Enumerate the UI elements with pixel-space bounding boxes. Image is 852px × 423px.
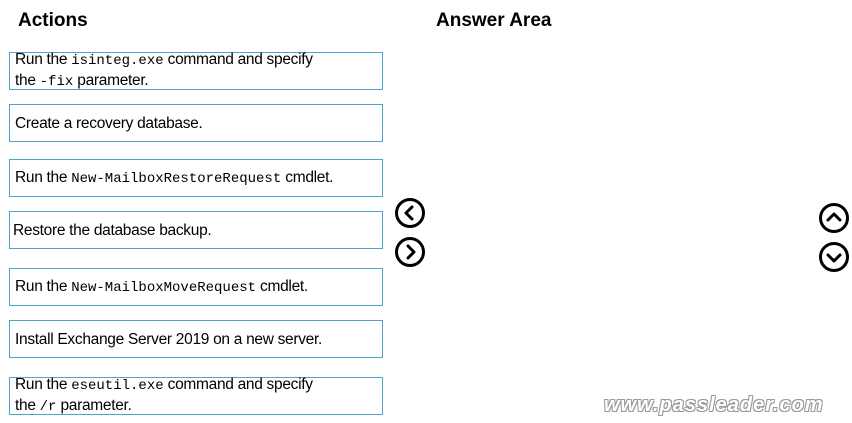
action-code: New-MailboxRestoreRequest bbox=[71, 170, 282, 187]
chevron-up-icon bbox=[826, 212, 842, 222]
move-right-button[interactable] bbox=[395, 237, 425, 267]
action-code: New-MailboxMoveRequest bbox=[71, 279, 257, 296]
action-code: /r bbox=[39, 399, 57, 415]
move-down-button[interactable] bbox=[819, 242, 849, 272]
action-text: cmdlet. bbox=[281, 168, 334, 186]
chevron-left-icon bbox=[404, 205, 414, 221]
move-up-button[interactable] bbox=[819, 203, 849, 233]
action-text: the bbox=[15, 72, 40, 89]
action-text: parameter. bbox=[56, 397, 132, 414]
action-text: cmdlet. bbox=[256, 277, 308, 295]
action-code: -fix bbox=[39, 74, 74, 90]
action-text: Run the bbox=[15, 376, 72, 393]
action-text: the bbox=[15, 397, 40, 414]
action-item-restore-backup[interactable]: Restore the database backup. bbox=[9, 211, 383, 249]
action-item-install-exchange[interactable]: Install Exchange Server 2019 on a new se… bbox=[9, 320, 383, 358]
action-text: Run the bbox=[15, 277, 72, 295]
move-left-button[interactable] bbox=[395, 198, 425, 228]
chevron-right-icon bbox=[406, 244, 416, 260]
action-line: Run the isinteg.exe command and specify bbox=[15, 50, 382, 71]
action-line: the /r parameter. bbox=[15, 396, 382, 417]
action-text: Run the bbox=[15, 168, 72, 186]
action-text: Install Exchange Server 2019 on a new se… bbox=[15, 330, 323, 348]
action-item-eseutil[interactable]: Run the eseutil.exe command and specify … bbox=[9, 375, 383, 417]
actions-heading: Actions bbox=[18, 10, 88, 31]
answer-area-heading: Answer Area bbox=[436, 10, 552, 31]
chevron-down-icon bbox=[826, 253, 842, 263]
action-text: command and specify bbox=[163, 376, 313, 393]
action-code: isinteg.exe bbox=[71, 53, 164, 69]
action-line: the -fix parameter. bbox=[15, 71, 382, 92]
action-text: Create a recovery database. bbox=[15, 114, 203, 132]
action-item-create-recovery-db[interactable]: Create a recovery database. bbox=[9, 104, 383, 142]
action-text: command and specify bbox=[163, 51, 313, 68]
action-item-mailbox-move-request[interactable]: Run the New-MailboxMoveRequest cmdlet. bbox=[9, 268, 383, 306]
action-item-mailbox-restore-request[interactable]: Run the New-MailboxRestoreRequest cmdlet… bbox=[9, 159, 383, 197]
action-line: Run the eseutil.exe command and specify bbox=[15, 375, 382, 396]
action-text: Run the bbox=[15, 51, 72, 68]
action-item-isinteg[interactable]: Run the isinteg.exe command and specify … bbox=[9, 50, 383, 92]
action-code: eseutil.exe bbox=[71, 378, 164, 394]
action-text: parameter. bbox=[73, 72, 149, 89]
action-line: Run the New-MailboxRestoreRequest cmdlet… bbox=[15, 168, 382, 189]
watermark: www.passleader.com bbox=[604, 394, 824, 416]
action-line: Run the New-MailboxMoveRequest cmdlet. bbox=[15, 277, 382, 298]
action-text: Restore the database backup. bbox=[13, 221, 212, 239]
